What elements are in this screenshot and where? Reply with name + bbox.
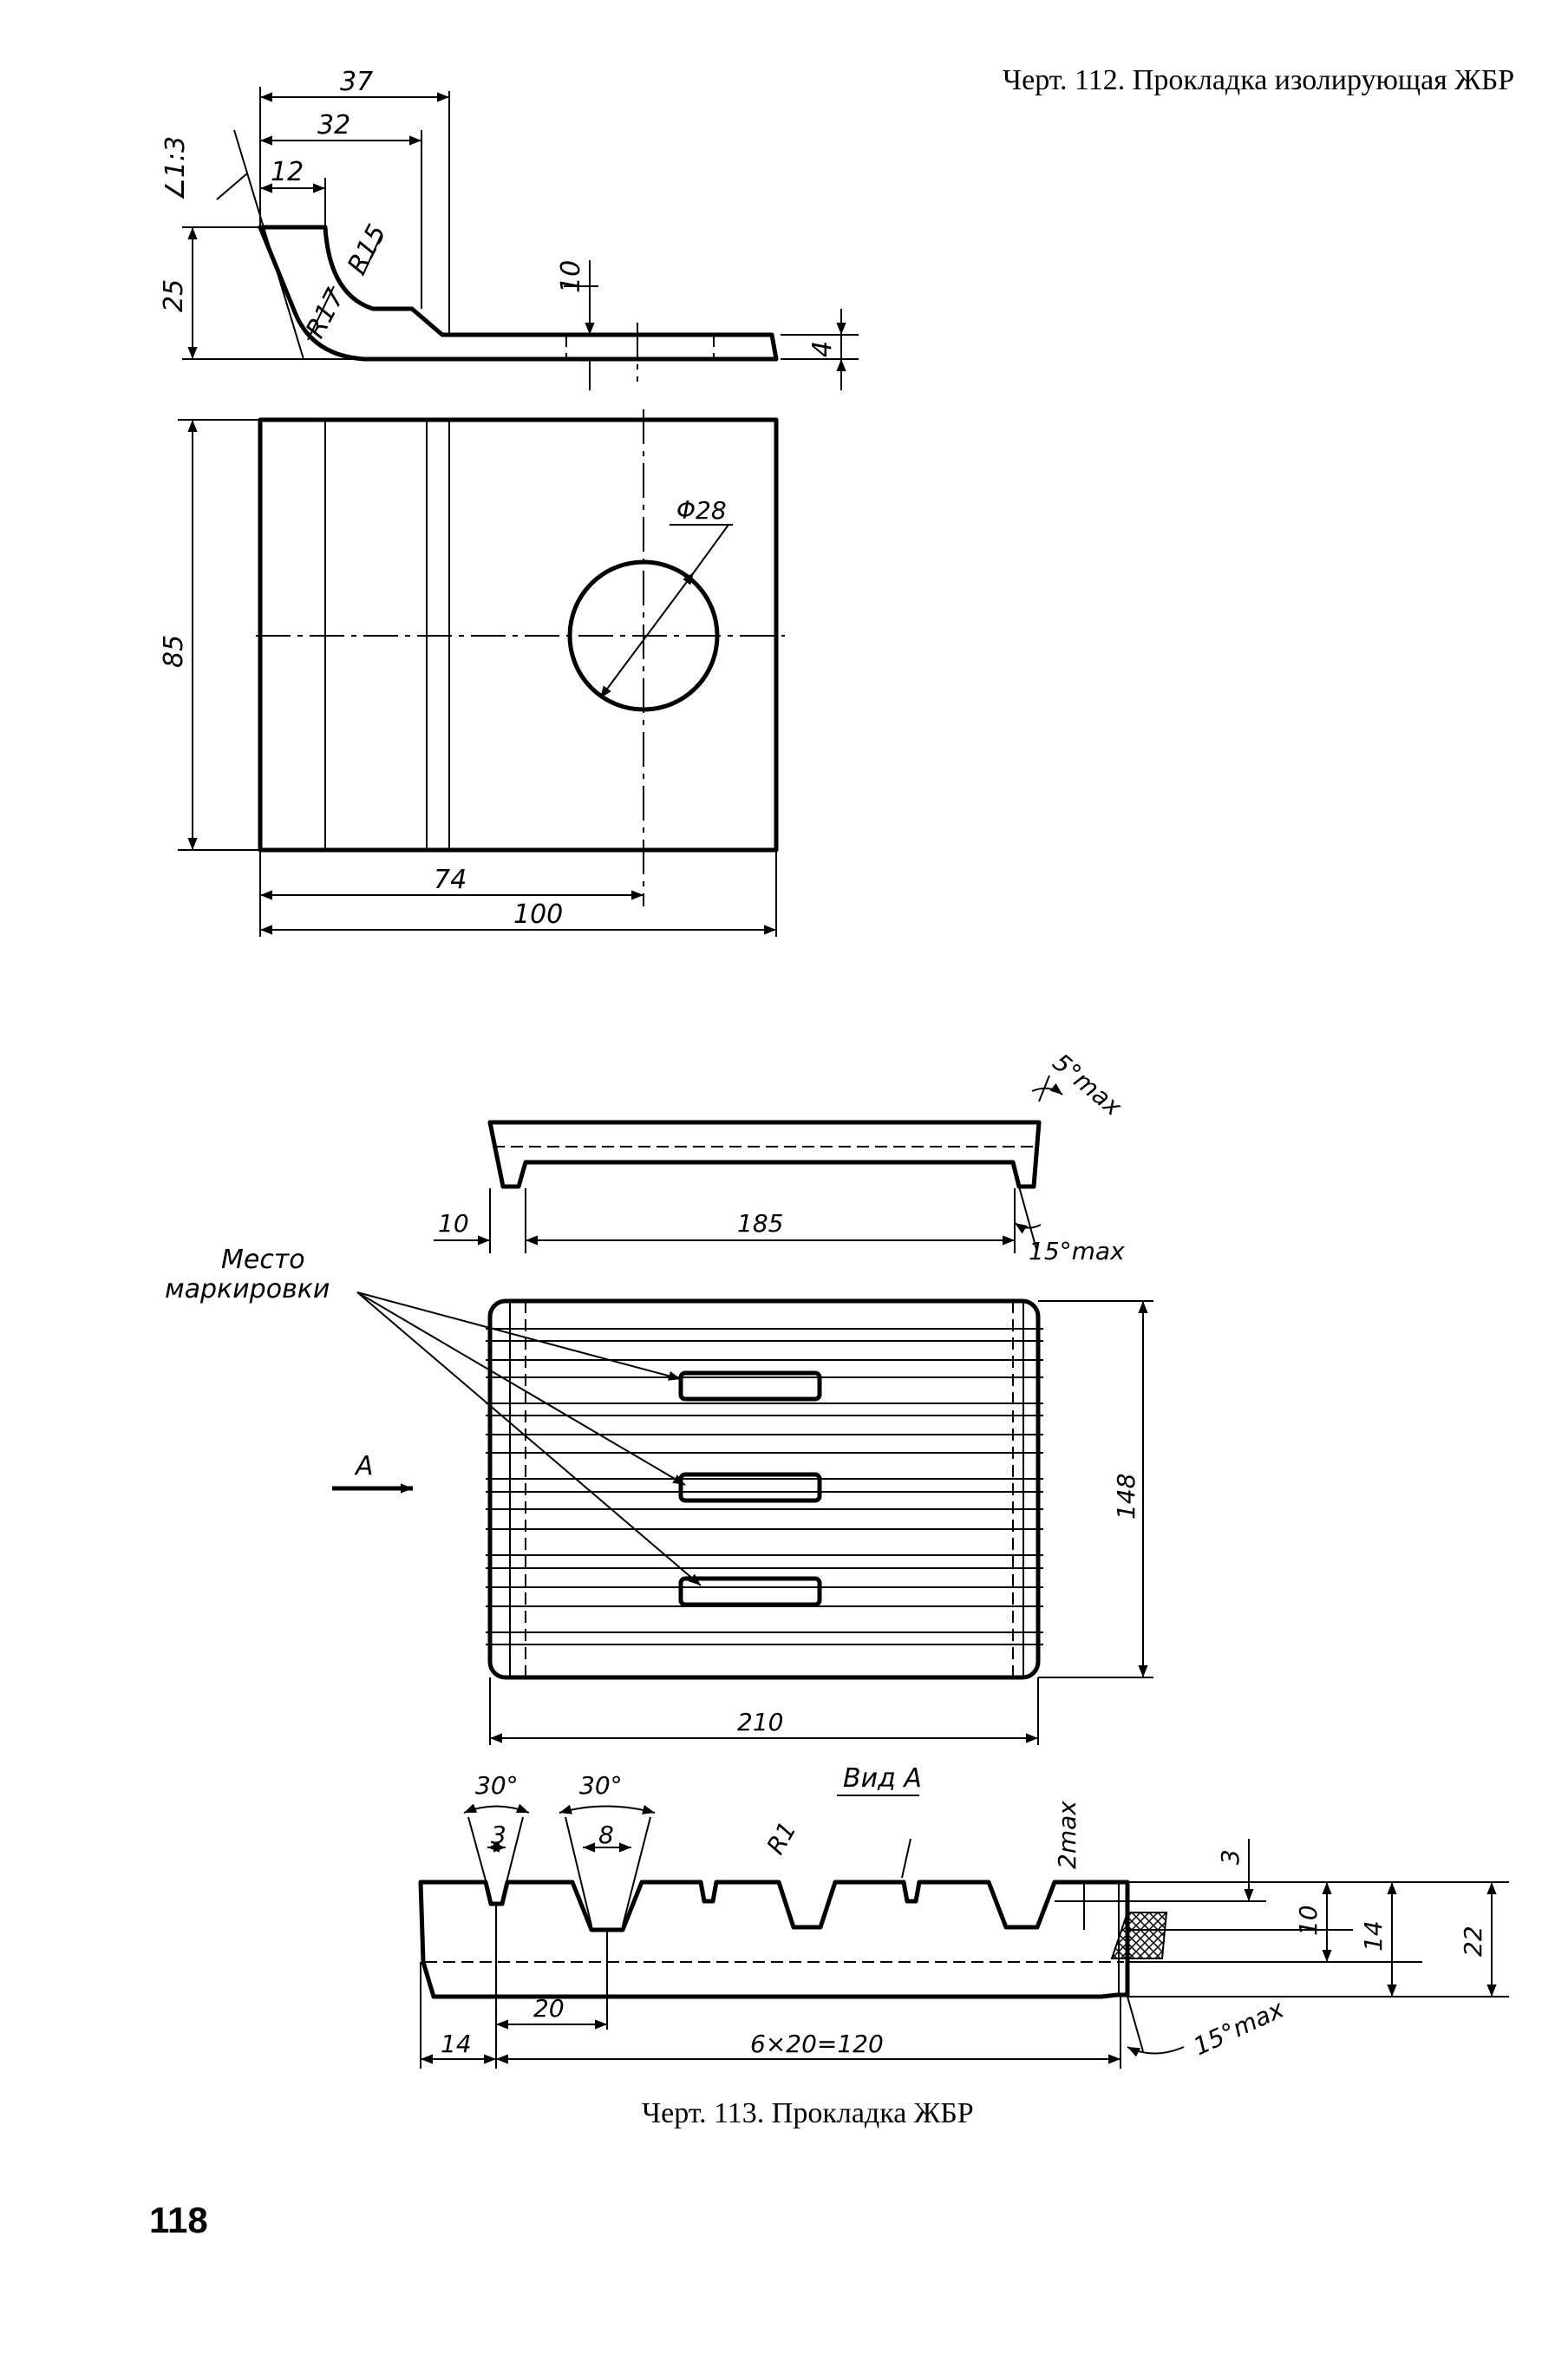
fig112-plan-view: Φ28 85 74 100 [159,409,785,937]
fig112-dim-10-text: 10 [556,260,586,293]
fig113-section-hatch [1110,1912,1168,1959]
fig113-dim-10-right: 10 [1294,1905,1323,1936]
fig112-slope-text: ∠1:3 [160,136,191,201]
fig113-plan-view: Место маркировки А 148 210 [165,1245,1153,1745]
figure-112-caption: Черт. 112. Прокладка изолирующая ЖБР [1003,64,1515,96]
fig112-side-view: 37 32 12 ∠1:3 R15 R17 25 10 4 [159,67,859,390]
fig112-dim-32-text: 32 [317,110,350,141]
fig113-angle15-top-text: 15°max [1029,1237,1125,1265]
fig113-angle15-bottom-text: 15°max [1189,1994,1289,2061]
fig113-dim-20-text: 20 [533,1994,565,2023]
fig113-dim-10-text: 10 [438,1209,469,1238]
fig113-view-a-title: Вид А [843,1763,922,1794]
figure-113-caption: Черт. 113. Прокладка ЖБР [642,2097,974,2129]
fig113-dim-3-left: 3 [491,1821,506,1849]
fig112-dia28-text: Φ28 [676,496,727,525]
fig113-side-view: 5°max 10 185 15°max [434,1048,1127,1265]
fig113-angle30-left: 30° [475,1771,519,1800]
fig113-angle5-text: 5°max [1048,1048,1128,1121]
fig112-dim-100-text: 100 [513,899,563,930]
fig113-view-a-letter: А [354,1451,374,1481]
fig112-dim-25-text: 25 [159,279,189,312]
fig112-dim-37-text: 37 [340,67,373,97]
fig113-side-outline [487,1120,1042,1189]
fig113-dim-185-text: 185 [737,1209,783,1238]
fig113-dim-3-right: 3 [1216,1849,1245,1865]
fig112-dim-12-text: 12 [271,157,304,187]
fig113-view-a-outline [418,1880,1130,1999]
fig113-dim-210-text: 210 [737,1708,783,1736]
fig113-dim-14-right: 14 [1359,1920,1388,1952]
fig112-dim-74-text: 74 [434,865,467,895]
fig113-dim-6x20-text: 6×20=120 [750,2030,884,2058]
fig112-dim-4-text: 4 [807,341,838,357]
page-number: 118 [149,2200,208,2240]
fig112-r15-text: R15 [342,219,393,279]
fig112-dia28-leader [599,572,695,699]
fig113-dim-22: 22 [1459,1926,1487,1957]
fig113-angle30-right: 30° [579,1771,623,1800]
fig113-r1-text: R1 [761,1817,801,1860]
fig113-marking-label-2: маркировки [165,1274,330,1304]
fig113-dim-14-left-text: 14 [441,2030,472,2058]
fig113-dim-148-text: 148 [1112,1474,1140,1520]
fig112-dim-85-text: 85 [159,635,189,668]
fig113-dim-8: 8 [598,1821,614,1849]
fig113-marking-slot-3 [678,1576,822,1607]
fig113-marking-slot-2 [678,1472,822,1503]
fig113-marking-label-1: Место [221,1245,305,1275]
fig113-marking-slot-1 [678,1370,822,1402]
fig113-plate-outline [487,1298,1041,1680]
fig113-view-a: Вид А 30° 30° 3 8 R1 2max 3 10 14 [418,1763,1509,2069]
fig113-ribs [486,1328,1043,1645]
fig113-2max-text: 2max [1053,1801,1081,1869]
